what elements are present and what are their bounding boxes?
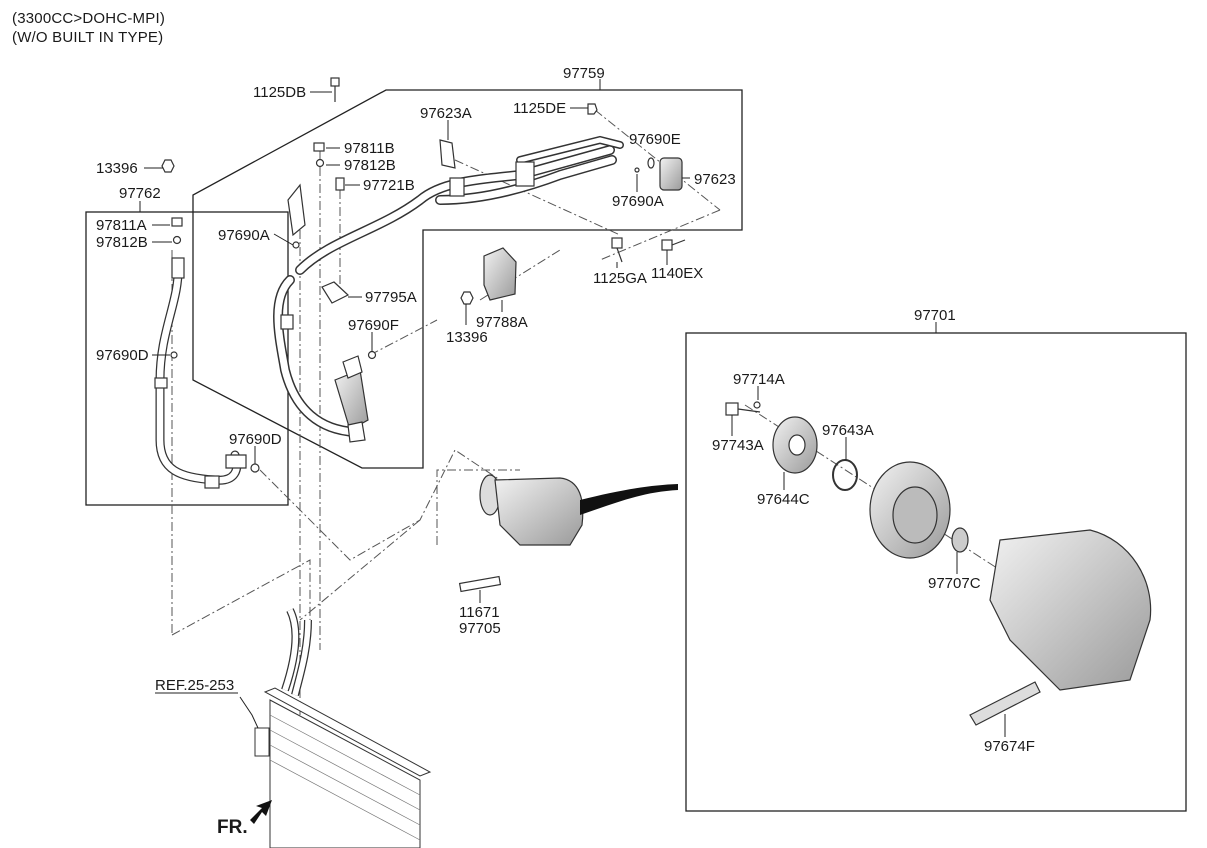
label-97643A: 97643A xyxy=(822,422,874,439)
label-97759: 97759 xyxy=(563,65,605,82)
label-11671: 11671 xyxy=(459,604,500,621)
label-97674F: 97674F xyxy=(984,738,1035,755)
label-97811B: 97811B xyxy=(344,140,395,157)
condenser xyxy=(254,608,432,848)
label-97707C: 97707C xyxy=(928,575,981,592)
label-97721B: 97721B xyxy=(363,177,415,194)
label-97690F: 97690F xyxy=(348,317,399,334)
compressor-small xyxy=(458,474,678,593)
label-97705: 97705 xyxy=(459,620,501,637)
label-leaders xyxy=(139,79,1006,737)
label-97644C: 97644C xyxy=(757,491,810,508)
label-97690A-left: 97690A xyxy=(218,227,270,244)
label-97623A: 97623A xyxy=(420,105,472,122)
small-parts xyxy=(161,77,686,473)
label-97690D-left: 97690D xyxy=(96,347,149,364)
hose-assembly-97759-outline xyxy=(192,89,743,469)
label-97812B-lower: 97812B xyxy=(96,234,148,251)
label-97690A-right: 97690A xyxy=(612,193,664,210)
label-front: FR. xyxy=(217,817,248,838)
label-97701: 97701 xyxy=(914,307,956,324)
type-spec-text: (W/O BUILT IN TYPE) xyxy=(12,29,164,46)
part-labels: 97759 1125DB 97623A 1125DE 97690E 97811B… xyxy=(96,65,1035,838)
label-ref-25-253: REF.25-253 xyxy=(155,677,234,694)
hose-97759 xyxy=(273,135,624,443)
label-97690D-right: 97690D xyxy=(229,431,282,448)
label-1125DE: 1125DE xyxy=(513,100,566,117)
label-13396-upper: 13396 xyxy=(96,160,138,177)
label-1125DB: 1125DB xyxy=(253,84,306,101)
label-1140EX: 1140EX xyxy=(651,265,703,282)
label-97714A: 97714A xyxy=(733,371,785,388)
label-97690E: 97690E xyxy=(629,131,681,148)
label-97811A: 97811A xyxy=(96,217,147,234)
label-97762: 97762 xyxy=(119,185,161,202)
hose-97762 xyxy=(154,257,247,489)
label-13396-lower: 13396 xyxy=(446,329,488,346)
label-97812B-upper: 97812B xyxy=(344,157,396,174)
label-97795A: 97795A xyxy=(365,289,417,306)
label-97788A: 97788A xyxy=(476,314,528,331)
compressor-detail xyxy=(725,401,1152,726)
engine-spec-text: (3300CC>DOHC-MPI) xyxy=(12,10,166,27)
label-97743A: 97743A xyxy=(712,437,764,454)
front-arrow-icon xyxy=(250,800,272,824)
label-97623: 97623 xyxy=(694,171,736,188)
label-1125GA: 1125GA xyxy=(593,270,647,287)
